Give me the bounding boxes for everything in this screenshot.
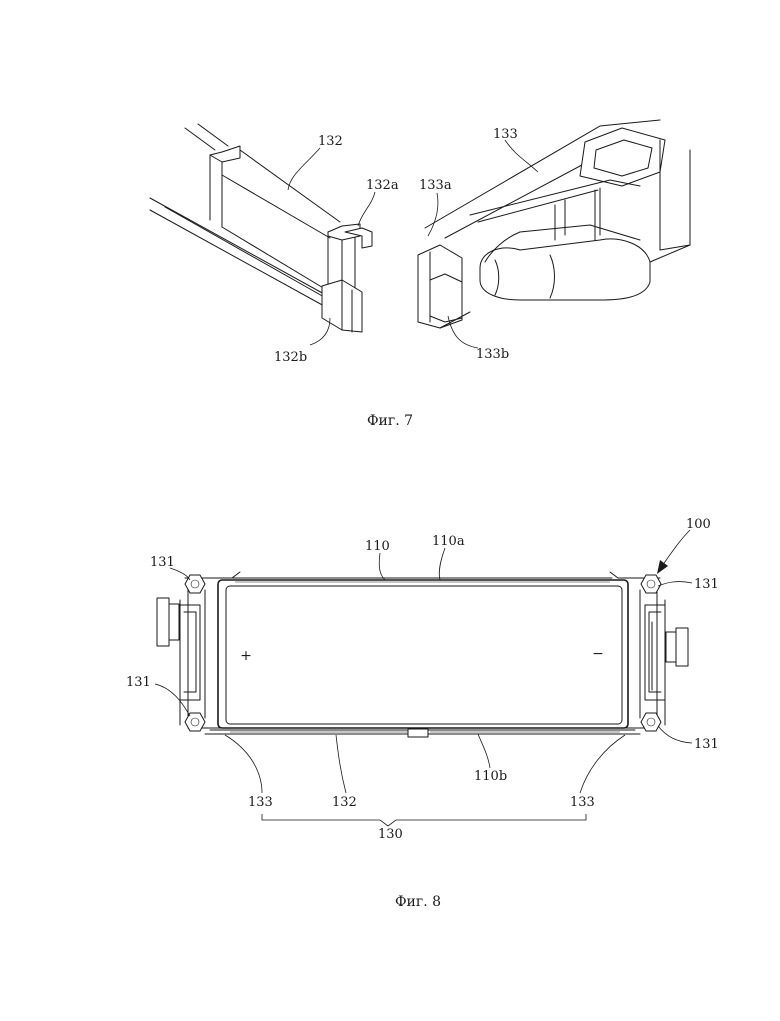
leader-133	[505, 140, 538, 172]
figure-7-caption: Фиг. 7	[367, 413, 413, 429]
figure-8-caption: Фиг. 8	[395, 894, 441, 910]
leader-100	[662, 530, 690, 566]
corner-bolts-131	[185, 575, 661, 731]
label-132-fig8: 132	[332, 795, 357, 810]
bolt-top-right	[641, 575, 661, 593]
figure-8: + − 100 110 110a	[126, 517, 719, 910]
label-110: 110	[365, 539, 390, 554]
leader-133a	[428, 193, 438, 236]
figure-7: 132 132a 132b 133 133a 133b Фиг. 7	[150, 120, 690, 429]
label-100: 100	[686, 517, 711, 532]
label-110a: 110a	[432, 534, 465, 549]
label-131-bottom-right: 131	[694, 737, 719, 752]
arrow-100-head	[657, 560, 668, 574]
label-131-top-left: 131	[150, 555, 175, 570]
positive-terminal-mark: +	[240, 648, 252, 664]
bracket-130	[262, 814, 586, 826]
label-130: 130	[378, 827, 403, 842]
bracket-133	[418, 120, 690, 328]
frame-member-132	[150, 124, 372, 332]
leader-132	[288, 148, 320, 190]
label-110b: 110b	[474, 769, 507, 784]
bolt-bottom-left	[185, 713, 205, 731]
label-133a: 133a	[419, 178, 452, 193]
label-131-bottom-left: 131	[126, 675, 151, 690]
label-131-top-right: 131	[694, 577, 719, 592]
label-132a: 132a	[366, 178, 399, 193]
housing-130	[157, 572, 688, 737]
label-132: 132	[318, 134, 343, 149]
battery-cell-110: + −	[218, 578, 628, 728]
negative-terminal-mark: −	[592, 646, 604, 662]
label-133b: 133b	[476, 347, 509, 362]
bolt-bottom-right	[641, 713, 661, 731]
leader-132b	[310, 318, 330, 345]
label-133: 133	[493, 127, 518, 142]
label-133-left: 133	[248, 795, 273, 810]
leader-132a	[358, 192, 375, 226]
label-132b: 132b	[274, 350, 307, 365]
label-133-right: 133	[570, 795, 595, 810]
